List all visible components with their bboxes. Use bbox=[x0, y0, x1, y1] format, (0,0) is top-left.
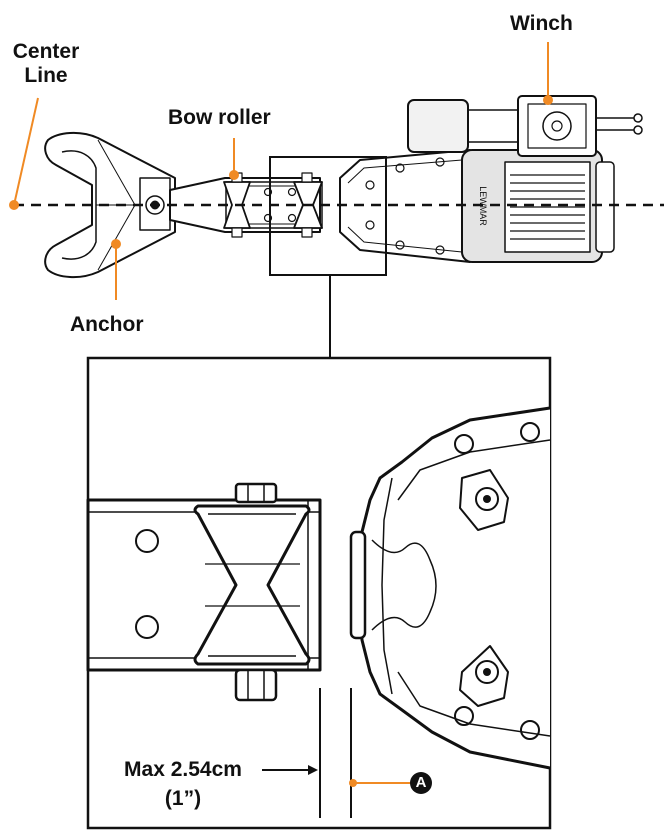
detail-hole-2 bbox=[135, 615, 159, 639]
winch-label: Winch bbox=[510, 12, 573, 35]
detail-bolt-bottom bbox=[234, 668, 278, 702]
detail-mount-hole-4 bbox=[520, 720, 540, 740]
detail-view bbox=[86, 356, 552, 830]
winch-drum bbox=[407, 99, 469, 153]
detail-mount-hole-1 bbox=[454, 434, 474, 454]
detail-hole-1 bbox=[135, 529, 159, 553]
zoom-box bbox=[269, 156, 387, 276]
max-distance-label: Max 2.54cm (1”) bbox=[108, 758, 258, 811]
center-line-label: Center Line bbox=[6, 40, 86, 88]
bow-roller-leader-dot bbox=[229, 170, 239, 180]
callout-a-badge: A bbox=[410, 772, 432, 794]
detail-roller bbox=[193, 504, 311, 666]
detail-front-pad bbox=[349, 530, 367, 640]
overview-drawing: LEWMAR bbox=[44, 95, 643, 278]
center-line-leader-dot bbox=[9, 200, 19, 210]
detail-mount-hole-2 bbox=[520, 422, 540, 442]
anchor-leader-dot bbox=[111, 239, 121, 249]
winch-leader-dot bbox=[543, 95, 553, 105]
detail-bolt-top bbox=[234, 482, 278, 504]
callout-a-leader-dot bbox=[349, 779, 357, 787]
max-distance-line1: Max 2.54cm bbox=[124, 758, 242, 781]
center-line-label-line1: Center bbox=[12, 40, 80, 63]
center-line-label-line2: Line bbox=[24, 64, 68, 87]
center-line-leader bbox=[13, 97, 39, 206]
detail-mount-hole-3 bbox=[454, 706, 474, 726]
max-distance-line2: (1”) bbox=[164, 787, 202, 810]
measure-arrowhead bbox=[308, 765, 318, 775]
anchor-label: Anchor bbox=[70, 313, 144, 336]
bow-roller-label: Bow roller bbox=[168, 106, 271, 129]
